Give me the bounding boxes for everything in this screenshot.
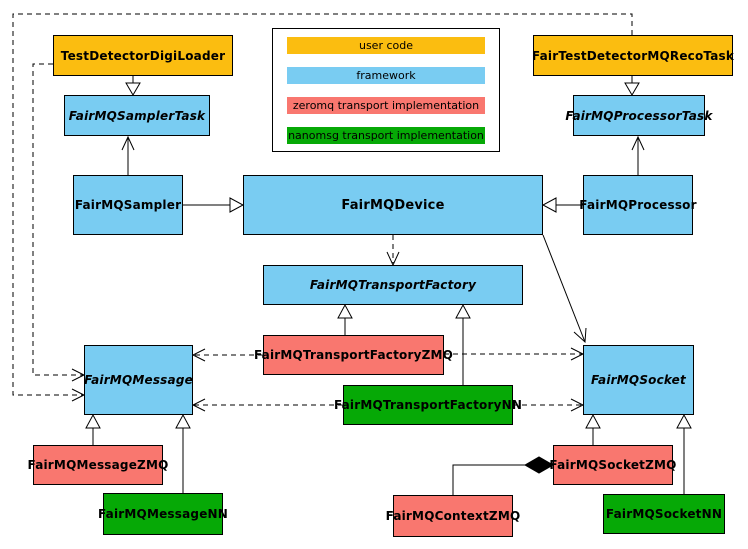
edge-factorynn-factory-generalization — [455, 303, 471, 385]
edge-messagezmq-message-generalization — [85, 413, 101, 445]
edge-loader-samplertask-generalization — [125, 76, 141, 96]
edge-sampler-samplertask-association — [121, 135, 135, 175]
edge-factorynn-socket-dependency — [513, 398, 585, 412]
node-fairmq-transport-factory-nn: FairMQTransportFactoryNN — [334, 385, 522, 425]
legend-item-nanomsg: nanomsg transport implementation — [287, 127, 485, 144]
edge-factoryzmq-socket-dependency — [444, 347, 585, 361]
node-fairmq-processor: FairMQProcessor — [579, 175, 697, 235]
edge-recotask-processortask-generalization — [624, 76, 640, 96]
node-fairmq-socket: FairMQSocket — [583, 345, 694, 415]
edge-processor-device-generalization — [541, 197, 583, 213]
edge-processor-processortask-association — [631, 135, 645, 175]
edge-sampler-device-generalization — [183, 197, 245, 213]
legend-item-framework: framework — [287, 67, 485, 84]
legend-item-zeromq: zeromq transport implementation — [287, 97, 485, 114]
node-fairmq-message: FairMQMessage — [84, 345, 193, 415]
node-fairmq-socket-zmq: FairMQSocketZMQ — [549, 445, 676, 485]
node-fairmq-transport-factory-zmq: FairMQTransportFactoryZMQ — [254, 335, 453, 375]
edge-socketzmq-socket-generalization — [585, 413, 601, 445]
edge-contextzmq-socketzmq-composition — [452, 456, 555, 495]
node-fairmq-message-nn: FairMQMessageNN — [98, 493, 228, 535]
edge-messagenn-message-generalization — [175, 413, 191, 493]
node-fair-test-detector-mq-reco-task: FairTestDetectorMQRecoTask — [532, 35, 734, 76]
node-test-detector-digi-loader: TestDetectorDigiLoader — [53, 35, 233, 76]
edge-factorynn-message-dependency — [191, 398, 343, 412]
legend-item-user-code: user code — [287, 37, 485, 54]
node-fairmq-message-zmq: FairMQMessageZMQ — [28, 445, 168, 485]
node-fairmq-sampler-task: FairMQSamplerTask — [64, 95, 210, 136]
node-fairmq-context-zmq: FairMQContextZMQ — [386, 495, 520, 537]
node-fairmq-processor-task: FairMQProcessorTask — [565, 95, 712, 136]
legend: user code framework zeromq transport imp… — [272, 28, 500, 152]
node-fairmq-transport-factory: FairMQTransportFactory — [263, 265, 523, 305]
node-fairmq-sampler: FairMQSampler — [73, 175, 183, 235]
edge-socketnn-socket-generalization — [676, 413, 692, 494]
edge-device-factory-dependency — [386, 235, 400, 267]
edge-factoryzmq-factory-generalization — [337, 303, 353, 335]
node-fairmq-socket-nn: FairMQSocketNN — [603, 494, 725, 534]
node-fairmq-device: FairMQDevice — [243, 175, 543, 235]
edge-device-socket-association — [542, 234, 587, 344]
edge-factoryzmq-message-dependency — [191, 348, 263, 362]
